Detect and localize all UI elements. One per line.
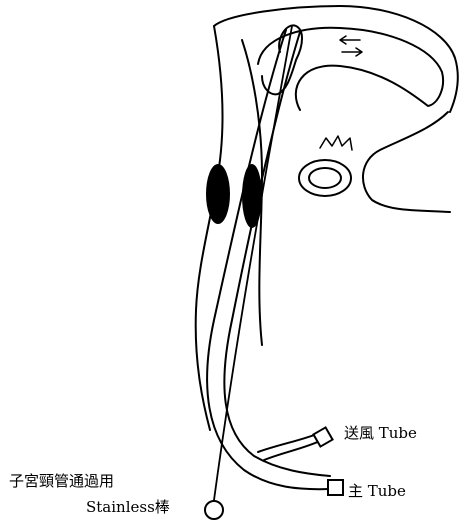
vaginal-wall-left — [196, 26, 223, 430]
air-tube-label: 送風 Tube — [344, 426, 417, 441]
uterine-cavity-inner — [363, 112, 450, 212]
ovary-ring — [299, 160, 351, 196]
air-tube-2 — [258, 432, 322, 452]
rod-handle — [205, 501, 223, 519]
main-tube-connector — [328, 480, 343, 495]
air-tube-connector — [313, 427, 332, 446]
ovary-fimbria — [320, 136, 352, 150]
ovary-ring-inner — [309, 168, 341, 188]
flow-arrow-upper — [340, 36, 360, 44]
clamp-left — [206, 164, 230, 224]
clamp-right — [242, 164, 262, 228]
main-tube-label: 主 Tube — [348, 484, 406, 499]
main-tube-right-edge — [224, 32, 330, 476]
rod-label-line2: Stainless棒 — [86, 500, 170, 515]
flow-arrow-lower — [342, 48, 362, 56]
uterus-outer-wall — [214, 6, 458, 112]
rod-label-line1: 子宮頸管通過用 — [9, 474, 114, 489]
air-tube — [264, 440, 322, 460]
